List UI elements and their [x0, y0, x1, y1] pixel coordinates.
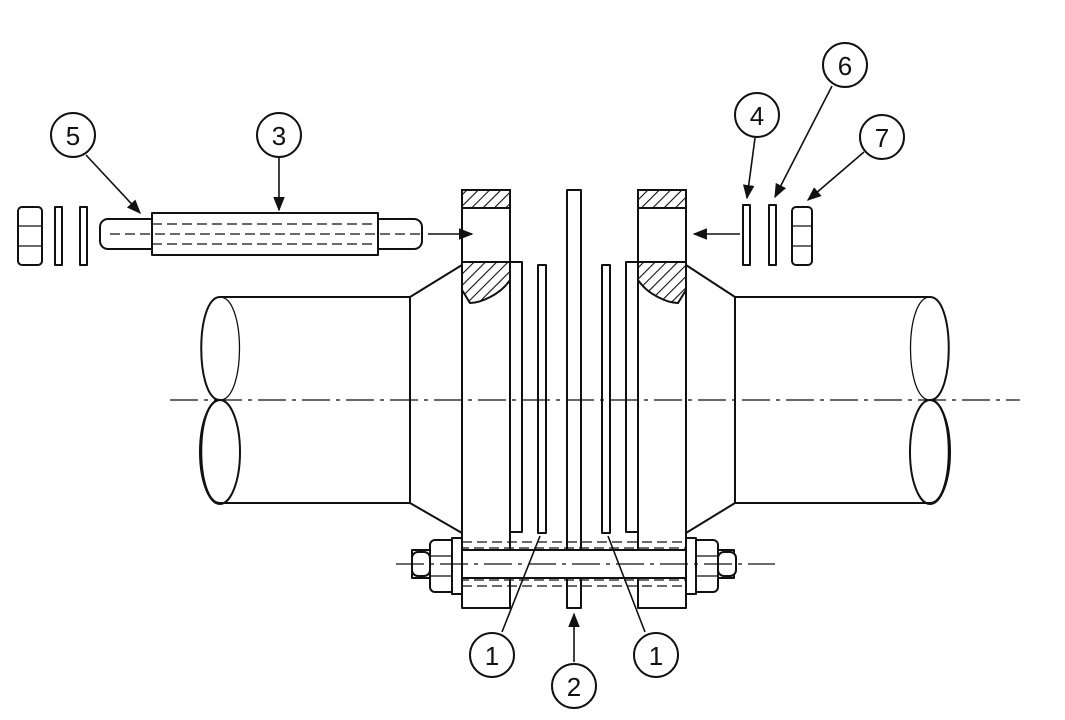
- gasket-left: [537, 264, 547, 534]
- callout-4-label: 4: [750, 101, 764, 131]
- right-flange-hub: [685, 264, 736, 534]
- callout-1-right-label: 1: [649, 641, 663, 671]
- left-washers-exploded: [54, 206, 88, 266]
- right-washers-exploded: [742, 204, 777, 266]
- leader-1a: [501, 535, 541, 633]
- leader-7: [806, 151, 865, 201]
- callout-7-label: 7: [875, 123, 889, 153]
- right-flange: [625, 189, 687, 609]
- center-plate: [566, 189, 582, 609]
- callout-5-label: 5: [66, 121, 80, 151]
- leader-4: [743, 137, 756, 200]
- left-nut-exploded: [17, 206, 43, 266]
- callout-6: 6: [822, 42, 868, 88]
- callout-1-left-label: 1: [485, 641, 499, 671]
- callout-4: 4: [734, 92, 780, 138]
- callout-2-label: 2: [567, 672, 581, 702]
- callout-3-label: 3: [272, 121, 286, 151]
- callout-1-left: 1: [469, 632, 515, 678]
- callout-2: 2: [551, 663, 597, 709]
- leader-5: [85, 154, 141, 215]
- gasket-right: [601, 264, 611, 534]
- callout-7: 7: [859, 114, 905, 160]
- callout-3: 3: [256, 112, 302, 158]
- callout-6-label: 6: [838, 51, 852, 81]
- callout-1-right: 1: [633, 632, 679, 678]
- left-flange: [461, 189, 523, 609]
- leader-6: [774, 85, 833, 199]
- leader-1b: [607, 535, 646, 633]
- left-flange-hub: [409, 264, 463, 534]
- stud-bolt-exploded: [99, 212, 423, 256]
- callout-5: 5: [50, 112, 96, 158]
- lower-bolt-assembly: [396, 537, 775, 595]
- right-nut-exploded: [791, 206, 813, 266]
